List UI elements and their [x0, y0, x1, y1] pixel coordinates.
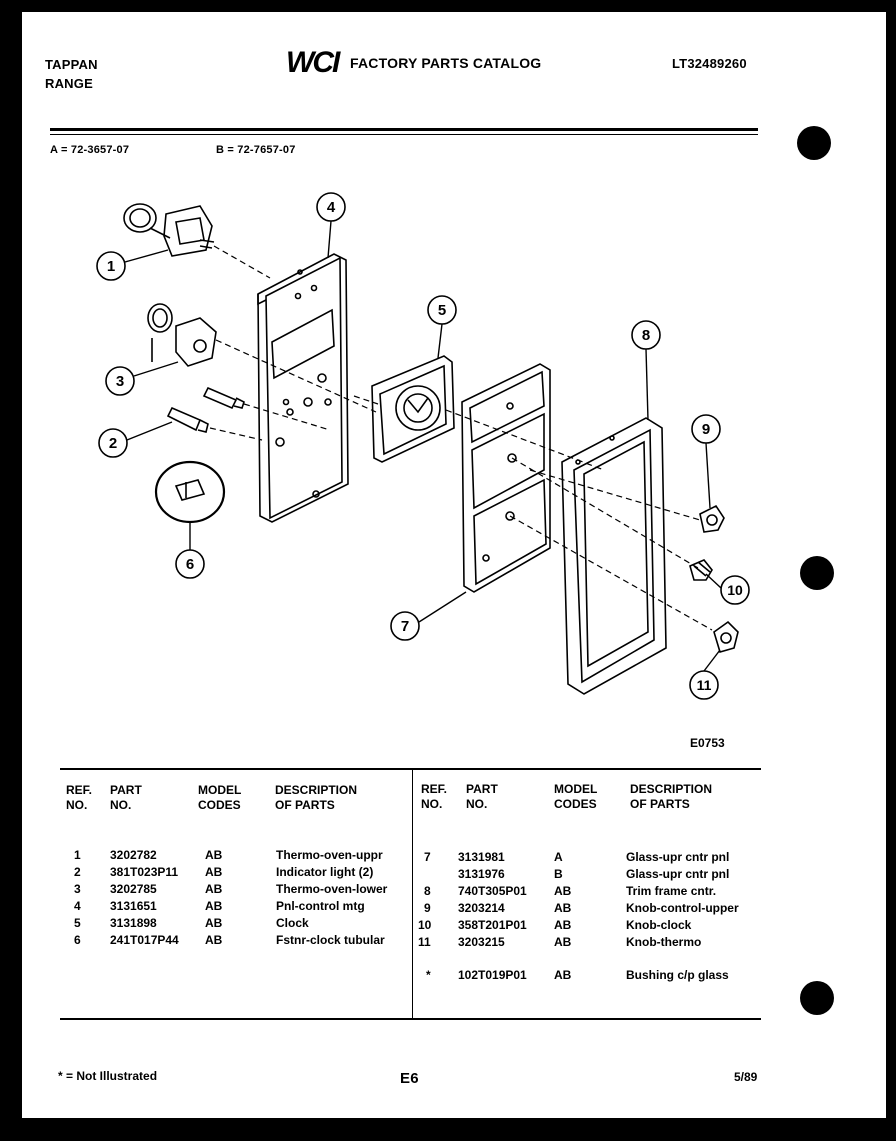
header-description: DESCRIPTION OF PARTS — [275, 783, 358, 812]
callout-8: 8 — [642, 327, 650, 344]
clock-fastener-part — [154, 460, 226, 524]
callout-7: 7 — [401, 618, 409, 635]
model-b-code: B = 72-7657-07 — [216, 144, 296, 156]
not-illustrated-legend: * = Not Illustrated — [58, 1069, 158, 1083]
header-model-codes-right: MODEL CODES — [554, 782, 598, 811]
table-bottom-rule — [60, 1018, 761, 1020]
knob-control-upper-part — [699, 504, 725, 533]
binder-hole-top — [797, 126, 831, 160]
model-a-code: A = 72-3657-07 — [50, 144, 130, 156]
header-rule-thin — [50, 134, 758, 135]
header-ref-no-right: REF. NO. — [421, 782, 448, 811]
callout-6: 6 — [186, 556, 194, 573]
header-part-no: PART NO. — [110, 783, 142, 812]
revision-date: 5/89 — [734, 1070, 758, 1084]
thermostat-lower-part — [147, 303, 217, 367]
callout-3: 3 — [116, 373, 124, 390]
knob-clock-part — [689, 559, 713, 581]
table-column-divider — [412, 770, 413, 1018]
control-panel-mounting-part — [257, 253, 349, 523]
knob-thermo-part — [713, 620, 739, 653]
trim-frame-part — [561, 417, 667, 695]
header-ref-no: REF. NO. — [66, 783, 93, 812]
drawing-id: E0753 — [690, 736, 725, 750]
binder-hole-bottom — [800, 981, 834, 1015]
glass-panel-part — [461, 363, 551, 593]
table-top-rule — [60, 768, 761, 770]
clock-part — [371, 355, 455, 463]
wci-logo: WCI — [284, 46, 348, 81]
callout-1: 1 — [107, 258, 115, 275]
callout-2: 2 — [109, 435, 117, 452]
catalog-title: FACTORY PARTS CATALOG — [350, 55, 542, 71]
header-rule-thick — [50, 128, 758, 131]
catalog-number: LT32489260 — [672, 56, 747, 71]
callout-5: 5 — [438, 302, 446, 319]
callout-11: 11 — [697, 677, 712, 693]
header-part-no-right: PART NO. — [466, 782, 498, 811]
brand-line-1: TAPPAN — [45, 57, 98, 72]
callout-4: 4 — [327, 199, 336, 216]
brand-line-2: RANGE — [45, 76, 93, 91]
thermostat-upper-part — [123, 203, 215, 257]
binder-hole-middle — [800, 556, 834, 590]
wci-logo-text: WCI — [286, 46, 341, 76]
catalog-page — [22, 12, 886, 1118]
callout-9: 9 — [702, 421, 710, 438]
callout-10: 10 — [727, 582, 743, 598]
page-number: E6 — [400, 1070, 419, 1087]
header-model-codes: MODEL CODES — [198, 783, 242, 812]
header-description-right: DESCRIPTION OF PARTS — [630, 782, 713, 811]
exploded-parts-diagram: 1 3 2 4 5 6 7 8 9 10 11 E0753 — [96, 192, 750, 750]
indicator-light-parts — [166, 386, 245, 433]
